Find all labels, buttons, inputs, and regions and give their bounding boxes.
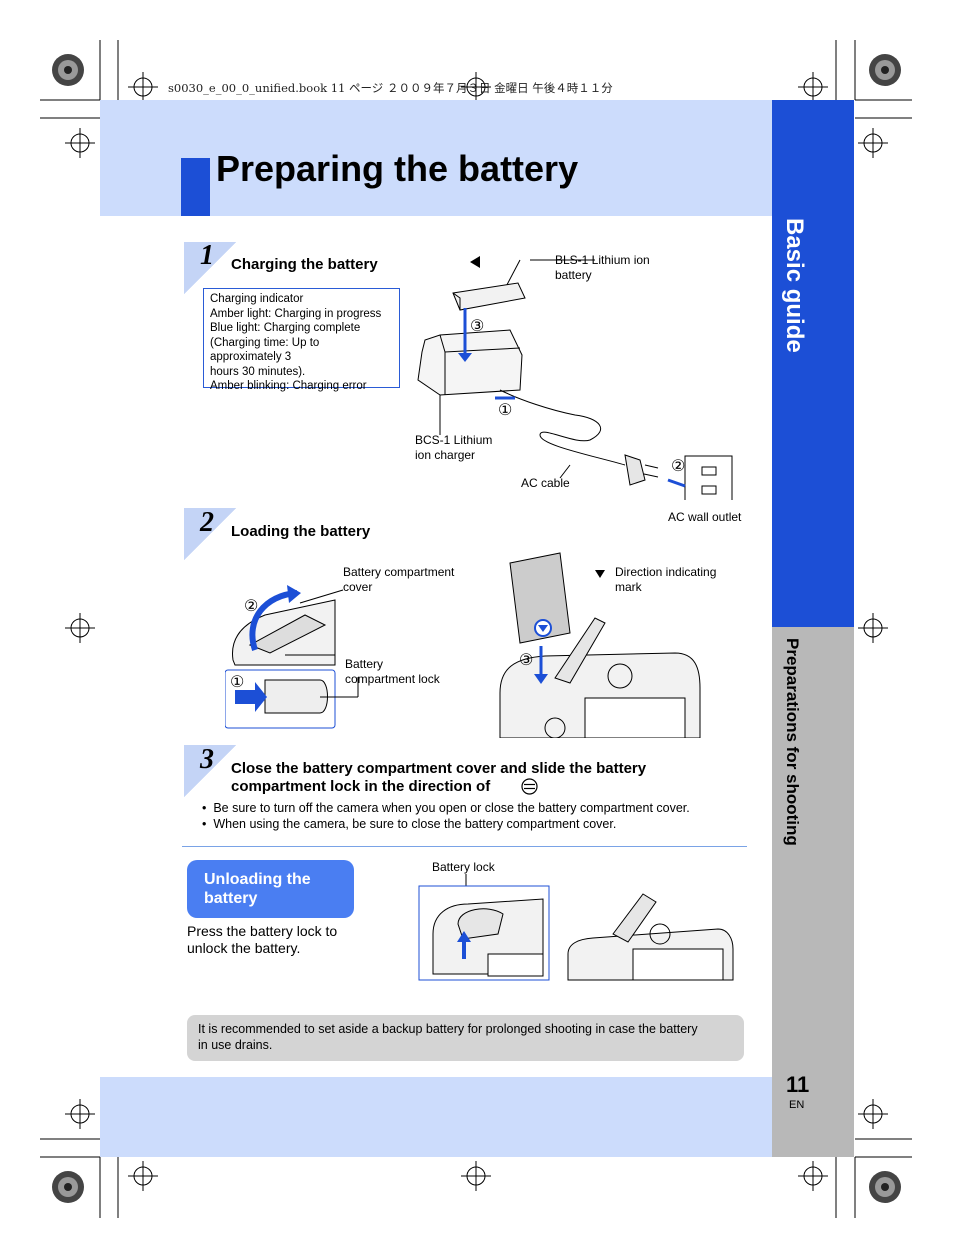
title-band <box>100 100 772 216</box>
callout-1: ① <box>498 402 513 419</box>
lock-symbol-icon <box>521 778 538 795</box>
step1-marker <box>184 242 236 294</box>
unloading-body-line2: unlock the battery. <box>187 940 301 956</box>
side-tab-basic-guide <box>772 100 854 627</box>
bullet-text: Be sure to turn off the camera when you … <box>213 801 690 815</box>
cover-label-line1: Battery compartment <box>343 565 455 579</box>
ac-outlet-label: AC wall outlet <box>668 510 742 524</box>
footer-band <box>100 1077 772 1157</box>
charging-indicator-note: Charging indicator Amber light: Charging… <box>203 288 400 392</box>
step3-heading-line1: Close the battery compartment cover and … <box>231 760 647 777</box>
side-section-title: Preparations for shooting <box>783 638 802 846</box>
step2-heading: Loading the battery <box>231 523 371 540</box>
step1-heading: Charging the battery <box>231 256 378 273</box>
callout-3: ③ <box>470 318 485 335</box>
direction-mark-label: Direction indicating mark <box>615 565 716 594</box>
battery-label-line1: BLS-1 Lithium ion <box>555 253 650 267</box>
page-language: EN <box>789 1099 805 1111</box>
page-number: 11 <box>786 1072 810 1097</box>
loading-right-illustration <box>499 552 701 738</box>
bullet-item: • Be sure to turn off the camera when yo… <box>202 801 690 815</box>
cover-label-line2: cover <box>343 579 373 594</box>
charger-label: BCS-1 Lithium ion charger <box>415 433 492 462</box>
unloading-title-line2: battery <box>204 890 258 907</box>
unloading-title-line1: Unloading the <box>204 871 311 888</box>
ac-cable-label: AC cable <box>521 476 570 490</box>
step3-marker <box>184 745 236 797</box>
direction-mark-line1: Direction indicating <box>615 565 717 579</box>
unloading-body-line1: Press the battery lock to <box>187 923 338 939</box>
battery-label: BLS-1 Lithium ion battery <box>555 253 650 282</box>
note-line: Blue light: Charging complete <box>210 322 361 334</box>
note-line: (Charging time: Up to approximately 3 <box>210 336 320 364</box>
load-callout-2: ② <box>244 598 259 615</box>
step3-number: 3 <box>200 744 214 775</box>
step1-number: 1 <box>200 240 214 271</box>
unloading-title-badge: Unloading the battery <box>187 860 354 918</box>
battery-label-line2: battery <box>555 267 592 282</box>
lock-label: Battery compartment lock <box>345 657 440 686</box>
charger-label-line2: ion charger <box>415 447 476 462</box>
note-line: Amber light: Charging in progress <box>210 307 382 320</box>
step2-marker <box>184 508 236 560</box>
direction-mark-line2: mark <box>615 579 642 594</box>
backup-battery-tip: It is recommended to set aside a backup … <box>187 1015 744 1061</box>
cover-label: Battery compartment cover <box>343 565 454 594</box>
lock-label-line1: Battery <box>345 657 384 671</box>
bullet-item: • When using the camera, be sure to clos… <box>202 817 617 831</box>
load-callout-3: ③ <box>519 652 534 669</box>
lock-label-line2: compartment lock <box>345 671 440 686</box>
section-divider <box>182 846 747 847</box>
note-line: Amber blinking: Charging error <box>210 380 367 392</box>
note-line: hours 30 minutes). <box>210 365 306 378</box>
step2-number: 2 <box>200 507 214 538</box>
tip-line2: in use drains. <box>198 1038 273 1052</box>
file-header: s0030_e_00_0_unified.book 11 ページ ２００９年７月… <box>168 81 613 95</box>
tip-line1: It is recommended to set aside a backup … <box>198 1022 698 1036</box>
step3-heading-line2: compartment lock in the direction of <box>231 778 491 795</box>
callout-2: ② <box>671 458 686 475</box>
unloading-instructions: Press the battery lock to unlock the bat… <box>187 923 337 957</box>
load-callout-1: ① <box>230 674 245 691</box>
charger-label-line1: BCS-1 Lithium <box>415 433 493 447</box>
side-tab-section <box>772 627 854 1157</box>
title-tab <box>181 158 210 216</box>
bullet-text: When using the camera, be sure to close … <box>213 817 617 831</box>
loading-left-illustration <box>225 585 359 729</box>
battery-lock-label: Battery lock <box>432 860 495 874</box>
side-title: Basic guide <box>781 218 808 353</box>
unloading-illustration <box>418 874 734 981</box>
charger-illustration <box>417 256 733 500</box>
page-title: Preparing the battery <box>216 148 579 189</box>
note-line: Charging indicator <box>210 293 304 305</box>
